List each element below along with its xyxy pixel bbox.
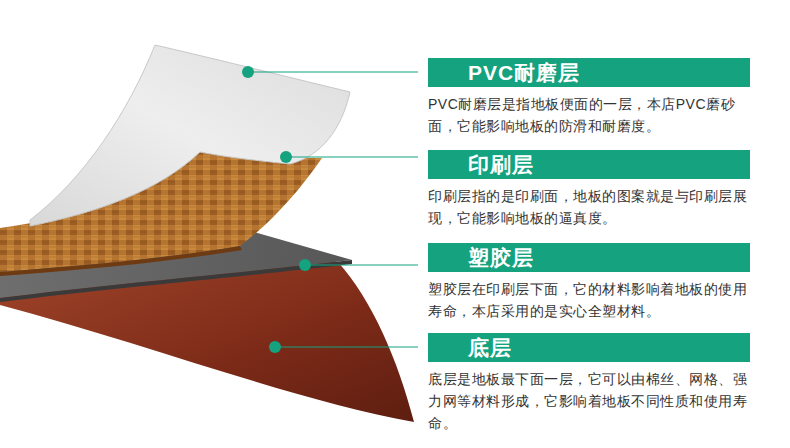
layer-description: 底层是地板最下面一层，它可以由棉丝、网格、强力网等材料形成，它影响着地板不同性质… <box>428 368 750 434</box>
leader-line <box>275 347 418 348</box>
heading-band: 底层 <box>428 333 750 362</box>
heading-band: PVC耐磨层 <box>428 58 750 87</box>
heading-band: 印刷层 <box>428 150 750 179</box>
layer-heading: 底层 <box>468 337 512 358</box>
layer-heading: 塑胶层 <box>468 247 534 268</box>
layer-heading: 印刷层 <box>468 154 534 175</box>
layer-info-block: 印刷层印刷层指的是印刷面，地板的图案就是与印刷层展现，它能影响地板的逼真度。 <box>428 150 750 229</box>
layer-info-block: 底层底层是地板最下面一层，它可以由棉丝、网格、强力网等材料形成，它影响着地板不同… <box>428 333 750 434</box>
layer-info-block: PVC耐磨层 PVC耐磨层是指地板便面的一层，本店PVC磨砂面，它能影响地板的防滑… <box>428 58 750 137</box>
layer-description: 印刷层指的是印刷面，地板的图案就是与印刷层展现，它能影响地板的逼真度。 <box>428 185 750 229</box>
leader-line <box>248 72 418 73</box>
leader-line <box>286 157 418 158</box>
layer-description: 塑胶层在印刷层下面，它的材料影响着地板的使用寿命，本店采用的是实心全塑材料。 <box>428 278 750 322</box>
print-layer-edge <box>0 246 242 276</box>
callout-dot <box>269 341 281 353</box>
callout-dot <box>299 259 311 271</box>
heading-band: 塑胶层 <box>428 243 750 272</box>
callout-dot <box>242 66 254 78</box>
layer-info-block: 塑胶层塑胶层在印刷层下面，它的材料影响着地板的使用寿命，本店采用的是实心全塑材料… <box>428 243 750 322</box>
layer-description: PVC耐磨层是指地板便面的一层，本店PVC磨砂面，它能影响地板的防滑和耐磨度。 <box>428 93 750 137</box>
layer-heading: PVC耐磨层 <box>468 62 580 83</box>
callout-dot <box>280 151 292 163</box>
leader-line <box>305 265 418 266</box>
